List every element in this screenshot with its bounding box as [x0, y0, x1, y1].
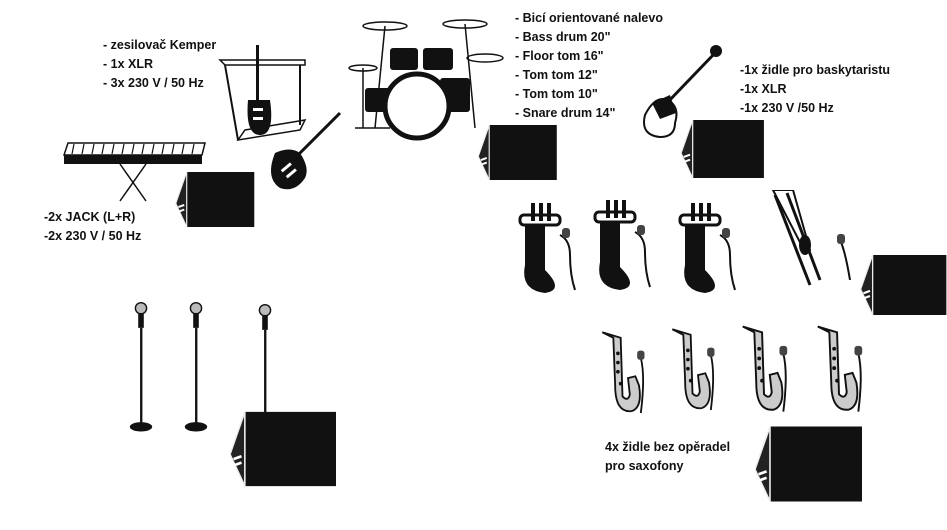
- keyboard-notes: -2x JACK (L+R) -2x 230 V / 50 Hz: [44, 208, 141, 246]
- trombone-icon: [765, 190, 860, 290]
- note-line: -2x 230 V / 50 Hz: [44, 229, 142, 243]
- monitor-wedge-icon: [175, 172, 255, 227]
- note-line: - Tom tom 10": [515, 87, 598, 101]
- note-line: - zesilovač Kemper: [103, 38, 217, 52]
- vocal-mic-stand-icon: [127, 298, 155, 438]
- monitor-wedge-icon: [860, 255, 947, 315]
- note-line: 4x židle bez opěradel: [605, 440, 731, 454]
- trumpet-icon: [590, 192, 660, 297]
- note-line: -1x 230 V /50 Hz: [740, 101, 834, 115]
- saxophone-icon: [735, 323, 793, 418]
- note-line: - 1x XLR: [103, 57, 154, 71]
- monitor-wedge-icon: [755, 423, 862, 505]
- note-line: - 3x 230 V / 50 Hz: [103, 76, 204, 90]
- trumpet-icon: [515, 195, 585, 300]
- drum-notes: - Bicí orientované nalevo - Bass drum 20…: [515, 9, 663, 123]
- vocal-mic-stand-icon: [251, 300, 279, 435]
- guitar-notes: - zesilovač Kemper - 1x XLR - 3x 230 V /…: [103, 36, 216, 93]
- note-line: -1x XLR: [740, 82, 787, 96]
- drum-kit-icon: [345, 18, 505, 143]
- note-line: - Bicí orientované nalevo: [515, 11, 663, 25]
- note-line: -1x židle pro baskytaristu: [740, 63, 891, 77]
- monitor-wedge-icon: [230, 408, 336, 490]
- vocal-mic-stand-icon: [182, 298, 210, 438]
- keyboard-icon: [62, 142, 207, 205]
- saxophone-icon: [595, 328, 650, 420]
- bass-notes: -1x židle pro baskytaristu -1x XLR -1x 2…: [740, 61, 890, 118]
- note-line: - Tom tom 12": [515, 68, 598, 82]
- note-line: - Snare drum 14": [515, 106, 616, 120]
- monitor-wedge-icon: [475, 125, 560, 180]
- note-line: - Floor tom 16": [515, 49, 604, 63]
- saxophone-icon: [665, 325, 720, 417]
- note-line: -2x JACK (L+R): [44, 210, 136, 224]
- saxophone-notes: 4x židle bez opěradel pro saxofony: [605, 438, 730, 476]
- note-line: - Bass drum 20": [515, 30, 611, 44]
- saxophone-icon: [810, 323, 868, 418]
- trumpet-icon: [675, 195, 745, 300]
- electric-guitar-icon: [265, 108, 345, 193]
- note-line: pro saxofony: [605, 459, 684, 473]
- bass-guitar-icon: [640, 45, 725, 140]
- guitar-rack-icon: [218, 45, 307, 145]
- monitor-wedge-icon: [680, 120, 765, 178]
